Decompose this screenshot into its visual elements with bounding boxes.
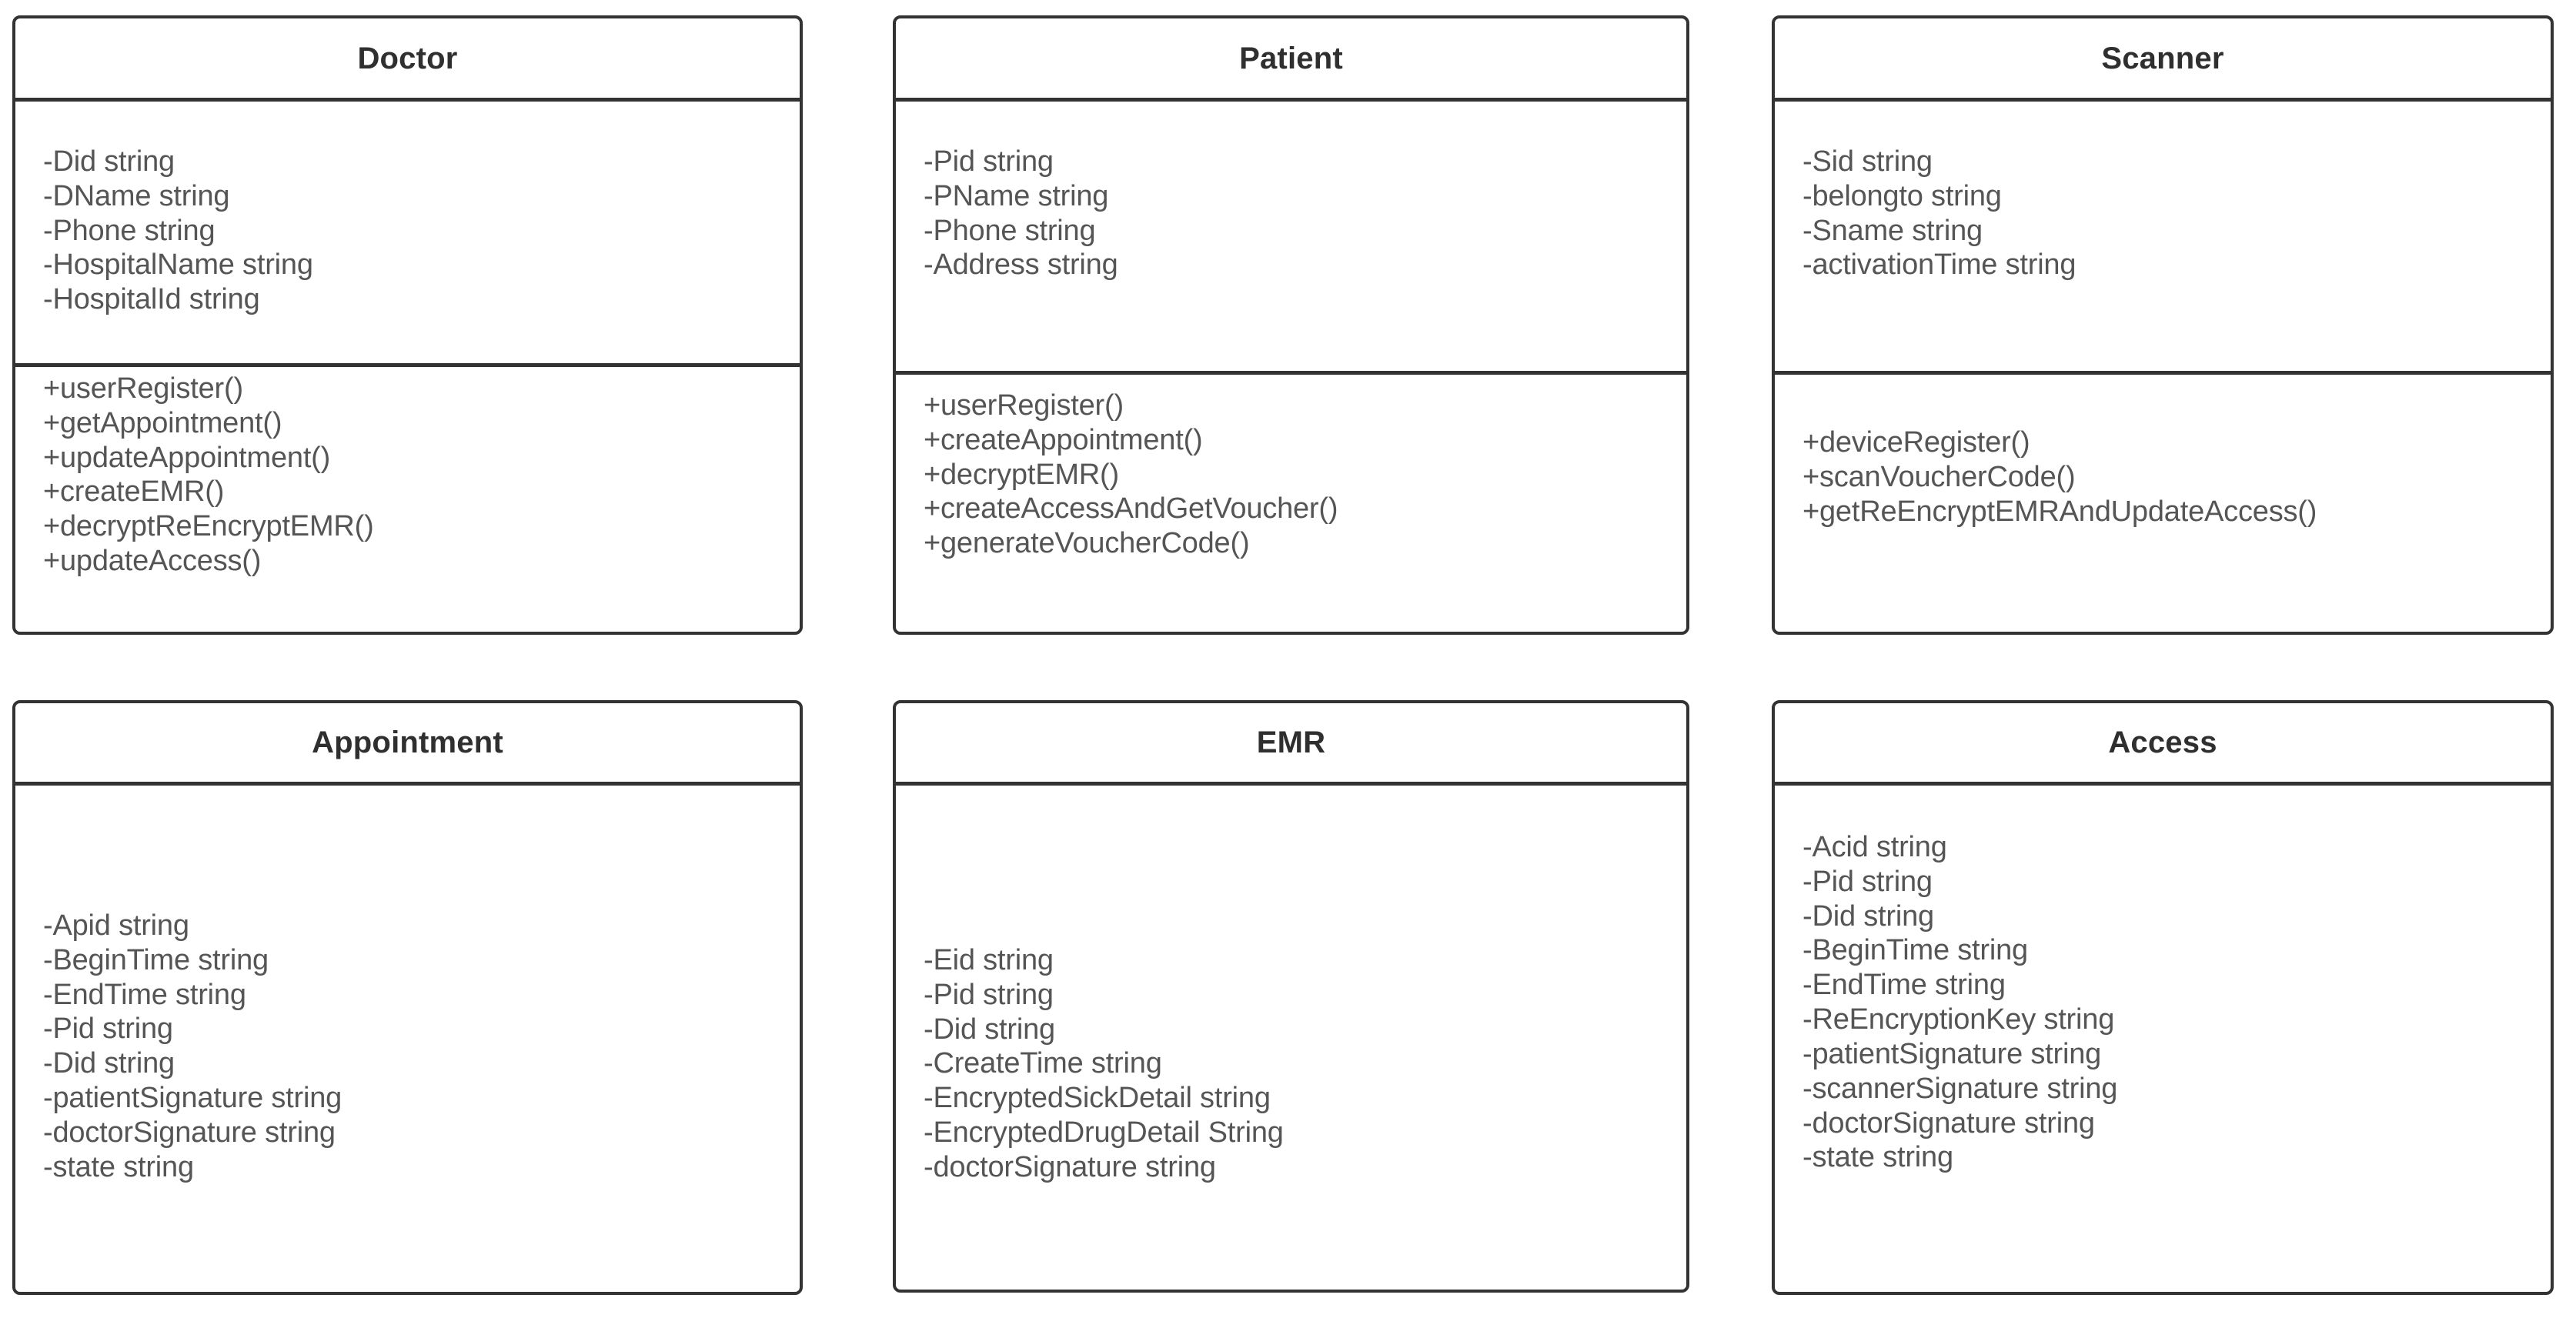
method-line: +createAppointment() xyxy=(924,423,1203,456)
attribute-line: -Did string xyxy=(924,1013,1055,1046)
class-name-label: EMR xyxy=(1256,726,1326,759)
class-title-bar: Patient xyxy=(896,18,1686,102)
method-line: +createAccessAndGetVoucher() xyxy=(924,492,1338,526)
class-attributes-compartment: -Eid string -Pid string -Did string -Cre… xyxy=(896,786,1686,1290)
uml-class-access[interactable]: Access -Acid string -Pid string -Did str… xyxy=(1772,700,2554,1295)
class-title-bar: Scanner xyxy=(1775,18,2551,102)
attribute-line: -Eid string xyxy=(924,944,1054,976)
class-title-bar: Access xyxy=(1775,703,2551,786)
attribute-line: -HospitalId string xyxy=(43,283,260,316)
method-line: +getAppointment() xyxy=(43,406,282,439)
attribute-line: -PName string xyxy=(924,179,1109,212)
method-line: +getReEncryptEMRAndUpdateAccess() xyxy=(1803,495,2317,528)
attribute-line: -EndTime string xyxy=(43,978,246,1011)
uml-class-patient[interactable]: Patient -Pid string -PName string -Phone… xyxy=(893,15,1689,635)
attribute-line: -patientSignature string xyxy=(1803,1037,2102,1070)
class-attributes-compartment: -Sid string -belongto string -Sname stri… xyxy=(1775,102,2551,371)
uml-class-emr[interactable]: EMR -Eid string -Pid string -Did string … xyxy=(893,700,1689,1293)
class-name-label: Appointment xyxy=(312,726,503,759)
attribute-line: -Apid string xyxy=(43,909,189,942)
attribute-line: -Acid string xyxy=(1803,831,1947,863)
attribute-line: -ReEncryptionKey string xyxy=(1803,1003,2115,1036)
attribute-line: -state string xyxy=(43,1150,194,1183)
attribute-line: -doctorSignature string xyxy=(924,1150,1216,1183)
attribute-line: -HospitalName string xyxy=(43,249,313,282)
class-methods-compartment: +deviceRegister() +scanVoucherCode() +ge… xyxy=(1775,371,2551,632)
attribute-line: -state string xyxy=(1803,1141,1953,1174)
class-methods-compartment: +userRegister() +getAppointment() +updat… xyxy=(15,363,800,632)
attribute-line: -Did string xyxy=(43,1047,175,1080)
attribute-line: -Address string xyxy=(924,249,1118,282)
attribute-line: -doctorSignature string xyxy=(43,1116,336,1149)
method-line: +userRegister() xyxy=(43,372,243,405)
class-name-label: Scanner xyxy=(2101,41,2224,75)
attribute-line: -EncryptedDrugDetail String xyxy=(924,1116,1284,1149)
method-line: +updateAppointment() xyxy=(43,441,331,474)
class-name-label: Patient xyxy=(1239,41,1343,75)
attribute-line: -Pid string xyxy=(43,1013,173,1046)
uml-class-scanner[interactable]: Scanner -Sid string -belongto string -Sn… xyxy=(1772,15,2554,635)
attribute-line: -patientSignature string xyxy=(43,1082,342,1115)
class-methods-compartment: +userRegister() +createAppointment() +de… xyxy=(896,371,1686,632)
attribute-line: -BeginTime string xyxy=(43,943,269,976)
class-title-bar: Appointment xyxy=(15,703,800,786)
attribute-line: -activationTime string xyxy=(1803,249,2077,282)
class-attributes-compartment: -Did string -DName string -Phone string … xyxy=(15,102,800,363)
method-line: +userRegister() xyxy=(924,389,1124,422)
class-title-bar: Doctor xyxy=(15,18,800,102)
attribute-line: -scannerSignature string xyxy=(1803,1072,2118,1105)
method-line: +decryptReEncryptEMR() xyxy=(43,510,374,543)
attribute-line: -belongto string xyxy=(1803,179,2002,212)
class-title-bar: EMR xyxy=(896,703,1686,786)
class-name-label: Access xyxy=(2108,726,2217,759)
attribute-line: -Phone string xyxy=(924,214,1096,247)
attribute-line: -EndTime string xyxy=(1803,969,2006,1002)
method-line: +updateAccess() xyxy=(43,545,262,578)
attribute-line: -Pid string xyxy=(924,145,1054,178)
attribute-line: -CreateTime string xyxy=(924,1047,1162,1080)
attribute-line: -Sname string xyxy=(1803,214,1983,247)
uml-class-appointment[interactable]: Appointment -Apid string -BeginTime stri… xyxy=(12,700,803,1295)
attribute-line: -Sid string xyxy=(1803,145,1933,178)
method-line: +decryptEMR() xyxy=(924,458,1119,491)
attribute-line: -doctorSignature string xyxy=(1803,1106,2095,1139)
class-attributes-compartment: -Pid string -PName string -Phone string … xyxy=(896,102,1686,371)
class-name-label: Doctor xyxy=(357,41,458,75)
class-attributes-compartment: -Acid string -Pid string -Did string -Be… xyxy=(1775,786,2551,1292)
uml-class-doctor[interactable]: Doctor -Did string -DName string -Phone … xyxy=(12,15,803,635)
method-line: +createEMR() xyxy=(43,475,225,509)
attribute-line: -Did string xyxy=(43,145,175,178)
class-attributes-compartment: -Apid string -BeginTime string -EndTime … xyxy=(15,786,800,1292)
attribute-line: -Did string xyxy=(1803,899,1934,933)
attribute-line: -Pid string xyxy=(1803,865,1933,898)
method-line: +generateVoucherCode() xyxy=(924,527,1250,560)
attribute-line: -Phone string xyxy=(43,214,216,247)
attribute-line: -BeginTime string xyxy=(1803,934,2028,967)
attribute-line: -EncryptedSickDetail string xyxy=(924,1082,1271,1115)
method-line: +scanVoucherCode() xyxy=(1803,460,2076,493)
attribute-line: -DName string xyxy=(43,179,230,212)
method-line: +deviceRegister() xyxy=(1803,426,2030,459)
attribute-line: -Pid string xyxy=(924,978,1054,1011)
